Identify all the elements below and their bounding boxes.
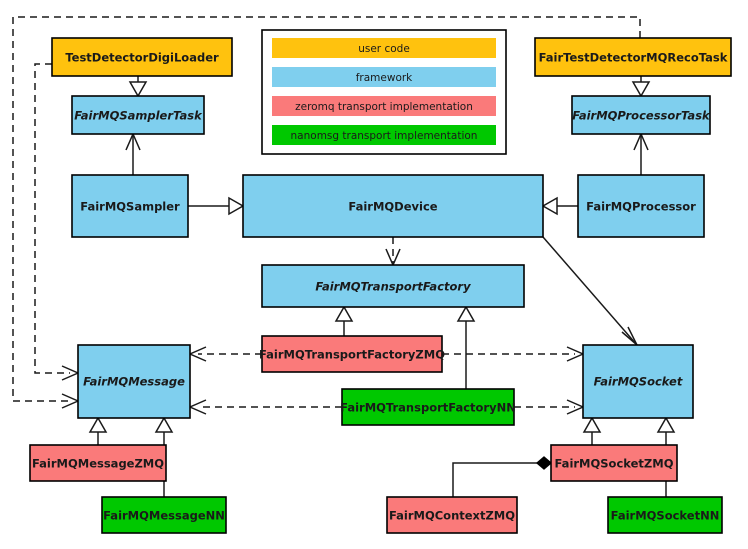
legend-swatch-zeromq: [272, 96, 496, 116]
arrowhead-messagezmq-inherits-message: [88, 416, 108, 433]
node-box-fairmqdevice[interactable]: [242, 174, 544, 238]
arrowhead-sampler-inherits-device: [228, 196, 245, 216]
node-fairtestdetectormqrecotask[interactable]: FairTestDetectorMQRecoTask: [534, 37, 732, 77]
node-box-fairtestdetectormqrecotask[interactable]: [534, 37, 732, 77]
edge-device-to-socket: [542, 236, 638, 346]
node-fairmqsamplertask[interactable]: FairMQSamplerTask: [71, 95, 205, 135]
arrowhead-recotask-inherits-processortask: [631, 81, 651, 98]
node-box-fairmqsocket[interactable]: [582, 344, 694, 419]
node-label-fairmqtransportfactoryzmq: FairMQTransportFactoryZMQ: [259, 348, 445, 362]
node-fairmqtransportfactoryzmq[interactable]: FairMQTransportFactoryZMQ: [259, 335, 445, 373]
node-fairmqmessagezmq[interactable]: FairMQMessageZMQ: [29, 444, 167, 482]
arrowhead-factoryzmq-inherits-factory: [334, 305, 354, 322]
node-label-fairmqdevice: FairMQDevice: [348, 200, 437, 214]
node-box-fairmqsocketnn[interactable]: [607, 496, 723, 534]
arrowhead-socketzmq-inherits-socket: [582, 416, 602, 433]
node-label-fairmqprocessor: FairMQProcessor: [586, 200, 696, 214]
node-fairmqtransportfactorynn[interactable]: FairMQTransportFactoryNN: [340, 388, 516, 426]
node-label-fairmqmessage: FairMQMessage: [83, 375, 185, 389]
edge-contextzmq-composition-socketzmq: [452, 462, 537, 497]
legend-label-nanomsg: nanomsg transport implementation: [291, 130, 478, 142]
node-box-fairmqprocessor[interactable]: [577, 174, 705, 238]
node-label-fairmqtransportfactory: FairMQTransportFactory: [315, 280, 471, 294]
legend-label-user-code: user code: [358, 43, 410, 55]
node-fairmqsocketzmq[interactable]: FairMQSocketZMQ: [550, 444, 678, 482]
node-label-fairmqsampler: FairMQSampler: [80, 200, 180, 214]
node-label-fairmqmessagezmq: FairMQMessageZMQ: [32, 457, 164, 471]
node-fairmqprocessortask[interactable]: FairMQProcessorTask: [571, 95, 711, 135]
node-box-fairmqtransportfactoryzmq[interactable]: [261, 335, 443, 373]
node-label-testdetectordigiloader: TestDetectorDigiLoader: [65, 51, 219, 65]
node-box-fairmqmessagenn[interactable]: [101, 496, 227, 534]
node-fairmqsocket[interactable]: FairMQSocket: [582, 344, 694, 419]
node-box-fairmqsamplertask[interactable]: [71, 95, 205, 135]
node-box-fairmqtransportfactorynn[interactable]: [341, 388, 515, 426]
node-box-fairmqtransportfactory[interactable]: [261, 264, 525, 308]
node-box-fairmqprocessortask[interactable]: [571, 95, 711, 135]
node-box-fairmqcontextzmq[interactable]: [386, 496, 518, 534]
node-fairmqcontextzmq[interactable]: FairMQContextZMQ: [386, 496, 518, 534]
arrowhead-factorynn-inherits-factory: [456, 305, 476, 322]
node-box-fairmqsocketzmq[interactable]: [550, 444, 678, 482]
legend-swatch-nanomsg: [272, 125, 496, 145]
node-fairmqprocessor[interactable]: FairMQProcessor: [577, 174, 705, 238]
edge-layer: [12, 16, 676, 497]
node-box-fairmqmessage[interactable]: [77, 344, 191, 419]
node-label-fairmqsamplertask: FairMQSamplerTask: [74, 109, 203, 123]
node-fairmqmessage[interactable]: FairMQMessage: [77, 344, 191, 419]
node-fairmqsocketnn[interactable]: FairMQSocketNN: [607, 496, 723, 534]
arrowhead-digiloader-inherits-samplertask: [128, 81, 148, 98]
node-label-fairmqtransportfactorynn: FairMQTransportFactoryNN: [340, 401, 516, 415]
node-fairmqsampler[interactable]: FairMQSampler: [71, 174, 189, 238]
node-label-fairmqsocketzmq: FairMQSocketZMQ: [555, 457, 674, 471]
node-label-fairmqsocketnn: FairMQSocketNN: [611, 509, 720, 523]
node-fairmqtransportfactory[interactable]: FairMQTransportFactory: [261, 264, 525, 308]
legend: user code framework zeromq transport imp…: [261, 29, 507, 155]
node-testdetectordigiloader[interactable]: TestDetectorDigiLoader: [51, 37, 233, 77]
legend-label-framework: framework: [356, 72, 413, 84]
legend-label-zeromq: zeromq transport implementation: [295, 101, 473, 113]
node-label-fairtestdetectormqrecotask: FairTestDetectorMQRecoTask: [539, 51, 728, 65]
edge-recotask-to-message: [12, 16, 641, 402]
arrowhead-processor-inherits-device: [541, 196, 558, 216]
node-label-fairmqcontextzmq: FairMQContextZMQ: [389, 509, 515, 523]
diamond-contextzmq-socketzmq: [535, 456, 553, 470]
node-label-fairmqmessagenn: FairMQMessageNN: [103, 509, 225, 523]
arrowhead-messagenn-inherits-message: [154, 416, 174, 433]
edge-digiloader-to-message: [34, 63, 70, 374]
node-fairmqdevice[interactable]: FairMQDevice: [242, 174, 544, 238]
node-fairmqmessagenn[interactable]: FairMQMessageNN: [101, 496, 227, 534]
node-box-fairmqmessagezmq[interactable]: [29, 444, 167, 482]
node-box-testdetectordigiloader[interactable]: [51, 37, 233, 77]
legend-swatch-user-code: [272, 38, 496, 58]
node-box-fairmqsampler[interactable]: [71, 174, 189, 238]
node-label-fairmqsocket: FairMQSocket: [594, 375, 683, 389]
node-label-fairmqprocessortask: FairMQProcessorTask: [572, 109, 711, 123]
arrowhead-socketnn-inherits-socket: [656, 416, 676, 433]
legend-swatch-framework: [272, 67, 496, 87]
node-layer: TestDetectorDigiLoader FairTestDetectorM…: [29, 37, 732, 534]
